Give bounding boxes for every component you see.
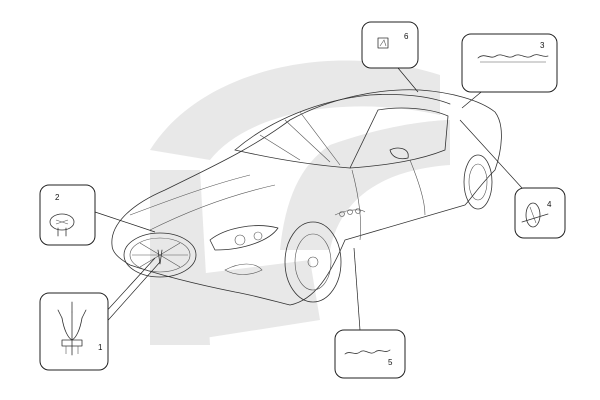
leader-2 bbox=[94, 211, 156, 233]
callout-6-label: 6 bbox=[404, 32, 409, 41]
leader-6 bbox=[397, 67, 419, 93]
callout-4-label: 4 bbox=[547, 200, 552, 209]
side-lettering-icon bbox=[344, 349, 391, 355]
callout-2-label: 2 bbox=[55, 193, 60, 202]
callout-2[interactable]: 2 bbox=[39, 184, 96, 246]
script-lettering-icon bbox=[477, 54, 549, 63]
callout-5[interactable]: 5 bbox=[334, 329, 406, 379]
callout-6[interactable]: 6 bbox=[361, 21, 419, 69]
leader-4 bbox=[459, 119, 523, 189]
trident-emblem-icon bbox=[57, 301, 87, 356]
leader-5 bbox=[353, 247, 361, 331]
callout-5-label: 5 bbox=[388, 358, 393, 367]
callout-4[interactable]: 4 bbox=[514, 187, 566, 239]
round-badge-icon bbox=[49, 213, 75, 237]
callout-3-label: 3 bbox=[540, 41, 545, 50]
callout-3[interactable]: 3 bbox=[461, 33, 558, 93]
callout-1[interactable]: 1 bbox=[39, 292, 109, 371]
watermark-logo bbox=[150, 60, 450, 345]
callout-1-label: 1 bbox=[98, 343, 103, 352]
car-illustration bbox=[111, 89, 502, 306]
leader-lines bbox=[81, 67, 523, 346]
small-emblem-icon bbox=[377, 37, 389, 49]
oval-badge-icon bbox=[521, 202, 549, 228]
